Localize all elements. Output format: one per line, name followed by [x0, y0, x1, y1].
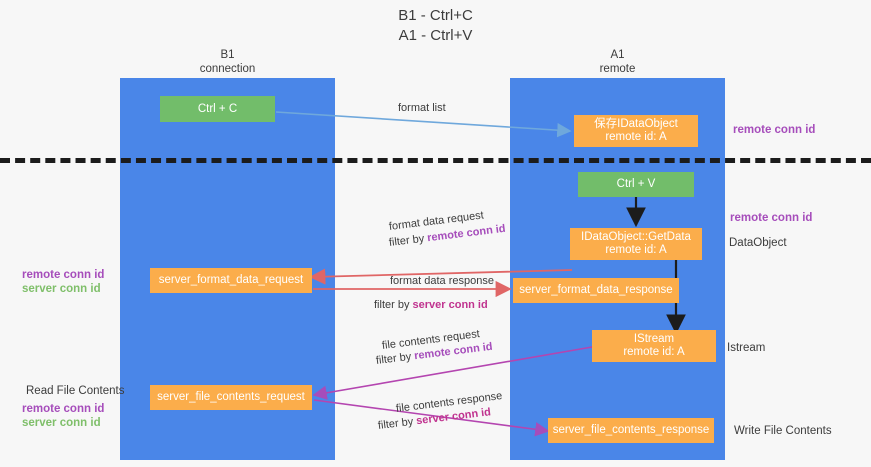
- lane-header-b1-sub: connection: [199, 63, 256, 75]
- box-server-file-contents-request[interactable]: server_file_contents_request: [150, 385, 312, 410]
- box-idataobject-remote-id: remote id: A: [605, 131, 667, 143]
- annotation-remote-conn-id-top: remote conn id: [733, 123, 815, 137]
- edge-label-fdreq-filter: filter by: [388, 232, 428, 249]
- annotation-dataobject-text: DataObject: [729, 237, 787, 249]
- box-idataobject-label: 保存IDataObject: [594, 118, 678, 130]
- annotation-remote-conn-id-mid: remote conn id: [730, 211, 812, 225]
- box-ctrl-v-label: Ctrl + V: [616, 178, 656, 190]
- box-ctrl-c-label: Ctrl + C: [197, 102, 238, 115]
- box-getdata-label: IDataObject::GetData: [581, 231, 691, 243]
- box-idataobject[interactable]: 保存IDataObject remote id: A: [574, 115, 698, 147]
- box-istream[interactable]: IStream remote id: A: [592, 330, 716, 362]
- annotation-left-conn-ids: remote conn id server conn id: [22, 268, 104, 296]
- title-line-2: A1 - Ctrl+V: [398, 27, 473, 44]
- lane-header-b1-name: B1: [220, 49, 235, 61]
- title-line-1: B1 - Ctrl+C: [398, 7, 473, 24]
- page-title: B1 - Ctrl+C A1 - Ctrl+V: [0, 6, 871, 46]
- edge-label-format-data-response-line1: format data response: [390, 274, 494, 288]
- annotation-dataobject: DataObject: [729, 236, 787, 250]
- edge-label-format-list: format list: [398, 101, 446, 115]
- annotation-write-file-contents-text: Write File Contents: [734, 425, 832, 437]
- box-server-format-data-request-label: server_format_data_request: [158, 274, 304, 286]
- edge-label-fdres-text: format data response: [390, 275, 494, 287]
- annotation-write-file-contents: Write File Contents: [734, 424, 832, 438]
- box-server-format-data-request[interactable]: server_format_data_request: [150, 268, 312, 293]
- box-ctrl-c[interactable]: Ctrl + C: [160, 96, 275, 122]
- edge-label-fcreq-filter: filter by: [375, 350, 415, 367]
- annotation-istream-text: Istream: [727, 342, 766, 354]
- annotation-istream: Istream: [727, 341, 765, 355]
- box-server-file-contents-request-label: server_file_contents_request: [157, 391, 305, 403]
- edge-label-format-data-response-line2: filter by server conn id: [374, 298, 488, 312]
- box-ctrl-v[interactable]: Ctrl + V: [578, 172, 694, 197]
- edge-label-fcres-filter: filter by: [377, 415, 417, 432]
- box-idataobject-getdata[interactable]: IDataObject::GetData remote id: A: [570, 228, 702, 260]
- lane-header-a1-sub: remote: [599, 63, 636, 75]
- annotation-left-conn-ids-2: remote conn id server conn id: [22, 402, 104, 430]
- lane-header-a1-name: A1: [610, 49, 625, 61]
- annotation-left-server-conn-id: server conn id: [22, 283, 101, 295]
- annotation-left-remote-conn-id-2: remote conn id: [22, 403, 105, 415]
- lane-header-a1: A1 remote: [510, 48, 725, 76]
- box-istream-remote-id: remote id: A: [623, 346, 685, 358]
- edge-label-fdres-filter: filter by: [374, 299, 413, 311]
- lane-header-b1: B1 connection: [120, 48, 335, 76]
- edge-label-fdres-key: server conn id: [412, 299, 488, 311]
- annotation-read-file-contents: Read File Contents: [26, 384, 124, 398]
- box-server-file-contents-response-label: server_file_contents_response: [552, 424, 710, 436]
- phase-divider: [0, 158, 871, 163]
- box-server-format-data-response[interactable]: server_format_data_response: [513, 278, 679, 303]
- box-getdata-remote-id: remote id: A: [605, 244, 667, 256]
- annotation-remote-conn-id-mid-text: remote conn id: [730, 212, 813, 224]
- box-server-format-data-response-label: server_format_data_response: [519, 284, 673, 296]
- annotation-read-file-contents-text: Read File Contents: [26, 385, 125, 397]
- annotation-left-remote-conn-id: remote conn id: [22, 269, 105, 281]
- edge-label-format-list-line1: format list: [398, 102, 446, 114]
- annotation-remote-conn-id-top-text: remote conn id: [733, 124, 816, 136]
- box-server-file-contents-response[interactable]: server_file_contents_response: [548, 418, 714, 443]
- box-istream-label: IStream: [633, 333, 675, 345]
- annotation-left-server-conn-id-2: server conn id: [22, 417, 101, 429]
